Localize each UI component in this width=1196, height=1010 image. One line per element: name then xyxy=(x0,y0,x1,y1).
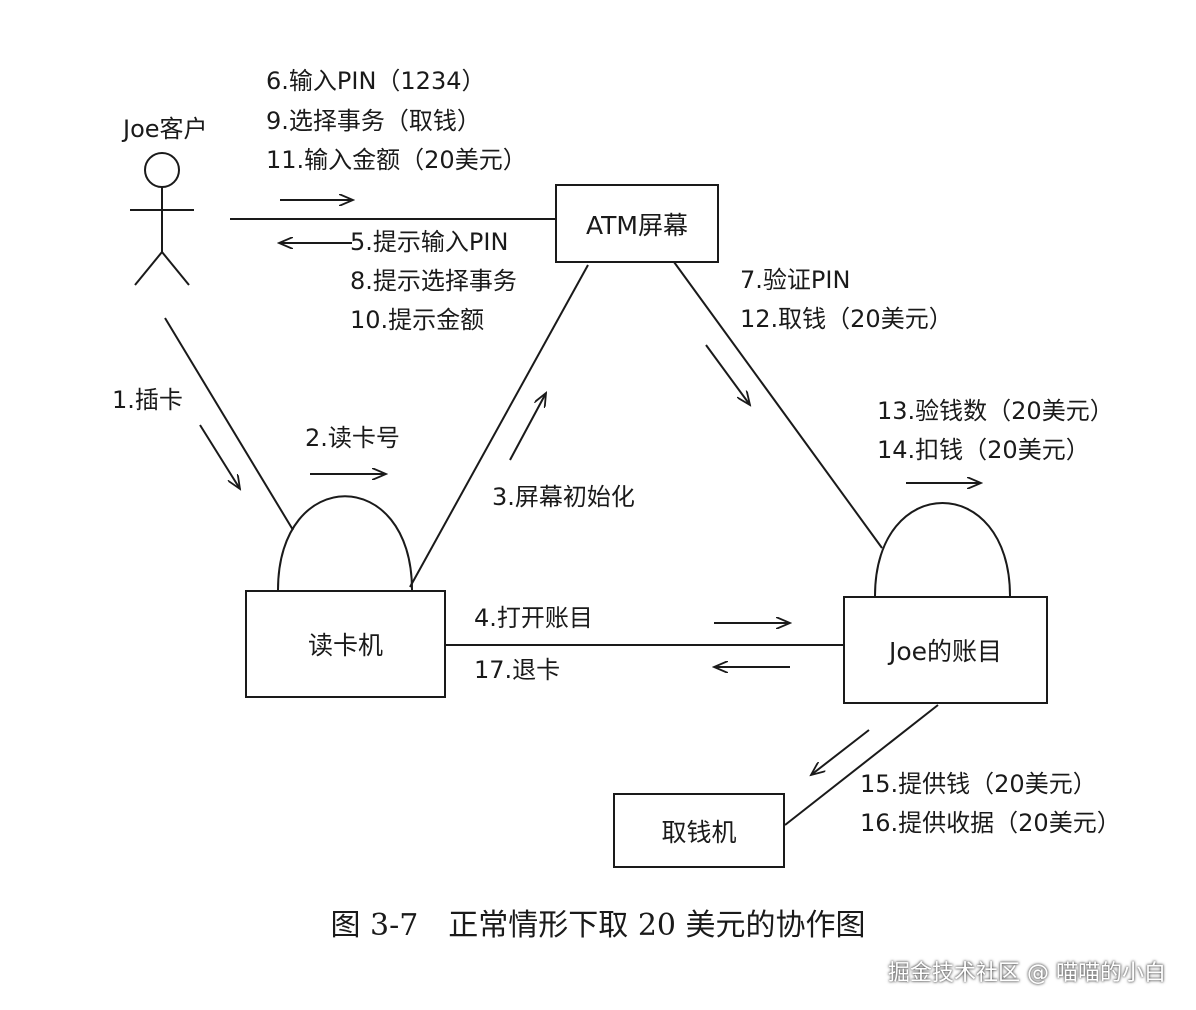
message-12: 12.取钱（20美元） xyxy=(740,305,953,333)
message-1: 1.插卡 xyxy=(112,386,183,414)
actor-label: Joe客户 xyxy=(123,115,208,143)
message-7: 7.验证PIN xyxy=(740,266,851,294)
arrow-to-dispenser xyxy=(811,729,870,775)
link-account-dispenser xyxy=(784,704,939,826)
link-actor-reader xyxy=(164,317,294,531)
reader-arc xyxy=(277,495,413,591)
message-15: 15.提供钱（20美元） xyxy=(860,770,1097,798)
cash-dispenser-box: 取钱机 xyxy=(613,793,785,868)
message-10: 10.提示金额 xyxy=(350,306,485,334)
card-reader-label: 读卡机 xyxy=(307,631,383,660)
message-2: 2.读卡号 xyxy=(305,424,400,452)
arrow-to-account xyxy=(705,344,750,405)
message-8: 8.提示选择事务 xyxy=(350,267,517,295)
link-atm-account xyxy=(673,261,883,549)
atm-screen-label: ATM屏幕 xyxy=(585,210,688,240)
message-17: 17.退卡 xyxy=(474,656,561,684)
message-16: 16.提供收据（20美元） xyxy=(860,809,1121,837)
link-reader-atm xyxy=(409,264,589,588)
message-5: 5.提示输入PIN xyxy=(350,228,509,256)
card-reader-box: 读卡机 xyxy=(245,590,446,698)
watermark: 掘金技术社区 @ 喵喵的小白 xyxy=(888,961,1166,986)
arrow-screen-init xyxy=(509,393,546,461)
message-3: 3.屏幕初始化 xyxy=(492,483,635,511)
message-11: 11.输入金额（20美元） xyxy=(266,146,527,174)
arrow-to-reader xyxy=(199,424,240,489)
message-6: 6.输入PIN（1234） xyxy=(266,67,486,95)
joe-account-box: Joe的账目 xyxy=(843,596,1048,704)
actor-stick-figure-icon xyxy=(130,152,194,286)
joe-account-label: Joe的账目 xyxy=(888,637,1003,666)
message-9: 9.选择事务（取钱） xyxy=(266,107,481,135)
message-14: 14.扣钱（20美元） xyxy=(877,436,1090,464)
cash-dispenser-label: 取钱机 xyxy=(661,817,737,847)
figure-caption: 图 3-7 正常情形下取 20 美元的协作图 xyxy=(330,908,866,943)
message-13: 13.验钱数（20美元） xyxy=(877,397,1114,425)
account-arc xyxy=(874,502,1011,597)
message-4: 4.打开账目 xyxy=(474,604,593,632)
atm-screen-box: ATM屏幕 xyxy=(555,184,719,263)
